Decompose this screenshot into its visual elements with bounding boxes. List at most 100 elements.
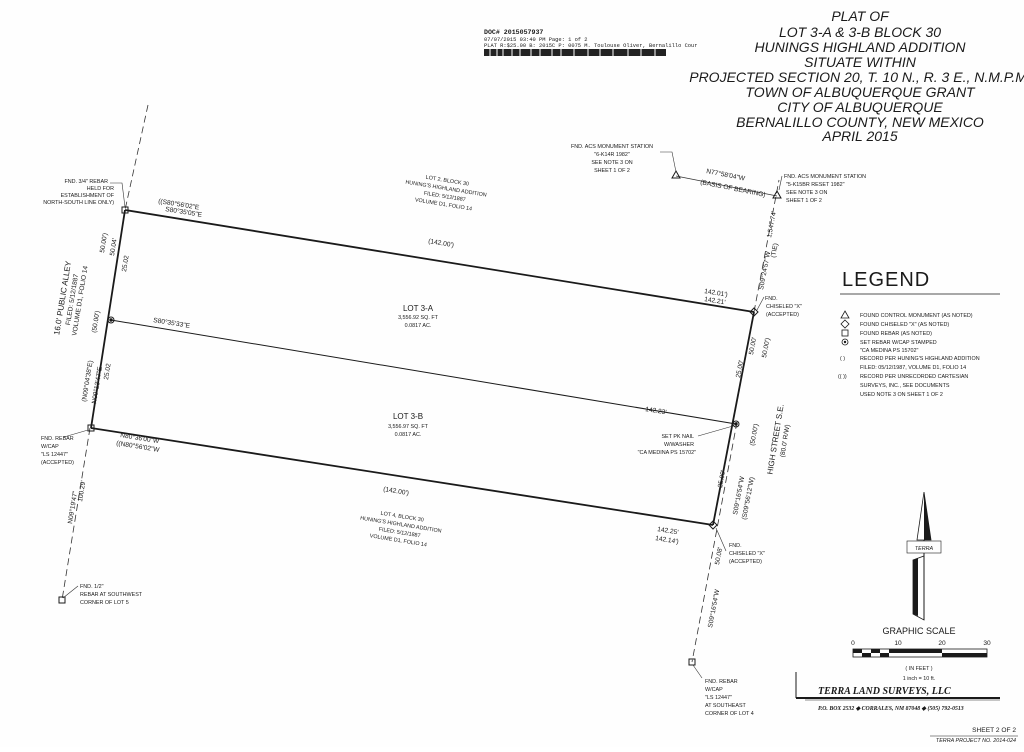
graphic-scale: GRAPHIC SCALE 0 10 20 30 ( IN FEET ) 1 i… bbox=[851, 626, 991, 682]
svg-text:W/CAP: W/CAP bbox=[705, 687, 723, 693]
acs-1-triangle-icon bbox=[671, 169, 681, 179]
division-distance: 142.23' bbox=[645, 406, 667, 416]
sw-rebar-square-icon bbox=[58, 596, 66, 604]
svg-text:ESTABLISHMENT OF: ESTABLISHMENT OF bbox=[61, 193, 115, 199]
svg-text:(ACCEPTED): (ACCEPTED) bbox=[41, 460, 74, 466]
w-rebar-square-icon bbox=[87, 424, 95, 432]
basis-of-bearing-label: (BASIS OF BEARING) bbox=[700, 179, 766, 199]
scale-title: GRAPHIC SCALE bbox=[882, 626, 955, 636]
svg-text:0.0817 AC.: 0.0817 AC. bbox=[395, 432, 422, 438]
set-rebar-dot-circle-icon bbox=[107, 316, 115, 324]
se-tie-bearing: S09°16'54"W bbox=[706, 588, 721, 628]
title-line-8: BERNALILLO COUNTY, NEW MEXICO bbox=[736, 114, 984, 130]
lot-3a-label: LOT 3-A 3,556.92 SQ. FT 0.0817 AC. bbox=[398, 304, 439, 329]
note-pk-nail: SET PK NAIL W/WASHER "CA MEDINA PS 15702… bbox=[638, 434, 696, 456]
east-half-2: 25.00' bbox=[717, 470, 727, 489]
svg-text:FND. 1/2": FND. 1/2" bbox=[80, 584, 104, 590]
svg-text:FND. REBAR: FND. REBAR bbox=[705, 679, 738, 685]
project-number: TERRA PROJECT NO. 2014-024 bbox=[936, 738, 1016, 744]
monuments bbox=[58, 169, 782, 666]
ne-distance: 142.21' bbox=[704, 296, 726, 306]
boundary-annotations: ((S80°56'02"E S80°35'05"E (142.00') 142.… bbox=[66, 167, 780, 628]
legend-triangle-icon bbox=[840, 310, 850, 319]
legend: LEGEND FOUND CONTROL MONUMENT (AS NOTED)… bbox=[838, 269, 1000, 398]
svg-text:3,556.97 SQ. FT: 3,556.97 SQ. FT bbox=[388, 424, 429, 430]
svg-text:SHEET 1 OF 2: SHEET 1 OF 2 bbox=[594, 168, 630, 174]
adjoiner-lot-2: LOT 2, BLOCK 30 HUNING'S HIGHLAND ADDITI… bbox=[405, 175, 487, 213]
company-name: TERRA LAND SURVEYS, LLC bbox=[818, 686, 951, 697]
svg-text:"LS 12447": "LS 12447" bbox=[41, 452, 68, 458]
scale-tick-10: 10 bbox=[894, 640, 902, 647]
tie-label: (TIE) bbox=[770, 243, 780, 259]
legend-dot-circle-icon bbox=[841, 338, 849, 346]
title-line-2: LOT 3-A & 3-B BLOCK 30 bbox=[779, 24, 941, 40]
title-line-7: CITY OF ALBUQUERQUE bbox=[777, 99, 943, 115]
scale-ratio: 1 inch = 10 ft. bbox=[903, 676, 936, 682]
title-line-1: PLAT OF bbox=[831, 8, 890, 24]
legend-item-8: RECORD PER UNRECORDED CARTESIAN bbox=[860, 374, 968, 380]
legend-item-3: FOUND REBAR (AS NOTED) bbox=[860, 331, 932, 337]
legend-item-10: USED NOTE 3 ON SHEET 1 OF 2 bbox=[860, 392, 943, 398]
east-distance-2-record: (50.00') bbox=[749, 423, 760, 446]
note-sw-rebar: FND. 1/2" REBAR AT SOUTHWEST CORNER OF L… bbox=[80, 584, 143, 606]
west-distance-record: 50.00') bbox=[99, 232, 109, 253]
north-arrow-label: TERRA bbox=[915, 546, 934, 552]
svg-text:FND. ACS MONUMENT STATION: FND. ACS MONUMENT STATION bbox=[571, 144, 653, 150]
svg-text:(ACCEPTED): (ACCEPTED) bbox=[729, 559, 762, 565]
south-distance-record: (142.00') bbox=[383, 486, 410, 497]
se-distance: 142.25' bbox=[657, 526, 679, 536]
svg-text:CORNER OF LOT 4: CORNER OF LOT 4 bbox=[705, 711, 754, 717]
title-line-4: SITUATE WITHIN bbox=[804, 54, 917, 70]
lot-3b-label: LOT 3-B 3,556.97 SQ. FT 0.0817 AC. bbox=[388, 412, 429, 438]
lot-boundary bbox=[90, 209, 755, 526]
east-distance-1-record: 50.00') bbox=[761, 337, 772, 358]
note-se-chiseled: FND. CHISELED "X" (ACCEPTED) bbox=[729, 543, 765, 565]
legend-item-4: SET REBAR W/CAP STAMPED bbox=[860, 340, 937, 346]
adjoiner-alley: 16.0' PUBLIC ALLEY FILED: 5/12/1887 VOLU… bbox=[52, 260, 89, 337]
note-leaders bbox=[62, 151, 783, 679]
legend-diamond-x-icon bbox=[840, 319, 850, 329]
svg-text:REBAR AT SOUTHWEST: REBAR AT SOUTHWEST bbox=[80, 592, 143, 598]
sheet-number: SHEET 2 OF 2 bbox=[972, 727, 1016, 734]
tie-distance: 1,547.74' bbox=[766, 211, 778, 239]
legend-heading: LEGEND bbox=[842, 269, 930, 291]
basis-line bbox=[675, 175, 778, 197]
adjoiner-lot-4: LOT 4, BLOCK 30 HUNING'S HIGHLAND ADDITI… bbox=[360, 511, 442, 549]
pk-nail-dot-circle-icon bbox=[732, 420, 740, 428]
west-mid-record: (50.00') bbox=[91, 310, 101, 333]
dashed-lines bbox=[61, 104, 780, 663]
adjoiner-street: HIGH STREET S.E. (80.0' R/W) bbox=[765, 404, 791, 476]
svg-text:CORNER OF LOT 5: CORNER OF LOT 5 bbox=[80, 600, 129, 606]
svg-text:SEE NOTE 3 ON: SEE NOTE 3 ON bbox=[786, 190, 827, 196]
east-half-1: 25.00' bbox=[735, 360, 745, 379]
svg-text:W/CAP: W/CAP bbox=[41, 444, 59, 450]
company-address: P.O. BOX 2532 ◆ CORRALES, NM 87048 ◆ (50… bbox=[818, 705, 964, 712]
north-distance-record: (142.00') bbox=[428, 238, 455, 249]
note-se-rebar: FND. REBAR W/CAP "LS 12447" AT SOUTHEAST… bbox=[705, 679, 754, 717]
sw-tie-distance: 100.29' bbox=[77, 480, 87, 502]
east-distance-1: 50.00' bbox=[748, 337, 758, 356]
svg-text:LOT 3-B: LOT 3-B bbox=[393, 412, 423, 421]
company-block: TERRA LAND SURVEYS, LLC P.O. BOX 2532 ◆ … bbox=[795, 672, 1018, 744]
title-line-3: HUNINGS HIGHLAND ADDITION bbox=[754, 39, 966, 55]
svg-text:(ACCEPTED): (ACCEPTED) bbox=[766, 312, 799, 318]
legend-item-6: RECORD PER HUNING'S HIGHLAND ADDITION bbox=[860, 356, 980, 362]
svg-text:NORTH-SOUTH LINE ONLY): NORTH-SOUTH LINE ONLY) bbox=[43, 200, 114, 206]
legend-item-9: SURVEYS, INC., SEE DOCUMENTS bbox=[860, 383, 950, 389]
west-half-2: 25.02 bbox=[103, 363, 113, 381]
note-ne-chiseled: FND. CHISELED "X" (ACCEPTED) bbox=[765, 296, 802, 318]
ne-distance-record: 142.01') bbox=[704, 288, 728, 299]
title-line-9: APRIL 2015 bbox=[821, 128, 897, 144]
legend-item-5: "CA MEDINA PS 15702" bbox=[860, 348, 918, 354]
plat-title: PLAT OF LOT 3-A & 3-B BLOCK 30 HUNINGS H… bbox=[689, 8, 1024, 144]
scale-tick-0: 0 bbox=[851, 640, 855, 647]
note-acs-1: FND. ACS MONUMENT STATION "6-K14R 1982" … bbox=[571, 144, 653, 174]
title-line-5: PROJECTED SECTION 20, T. 10 N., R. 3 E.,… bbox=[689, 69, 1024, 85]
note-acs-2: FND. ACS MONUMENT STATION "5-K15BR RESET… bbox=[784, 174, 866, 204]
north-arrow: TERRA bbox=[906, 491, 942, 621]
svg-text:CHISELED "X": CHISELED "X" bbox=[766, 304, 802, 310]
se-distance-record: 142.14') bbox=[655, 535, 679, 546]
svg-text:FND. REBAR: FND. REBAR bbox=[41, 436, 74, 442]
